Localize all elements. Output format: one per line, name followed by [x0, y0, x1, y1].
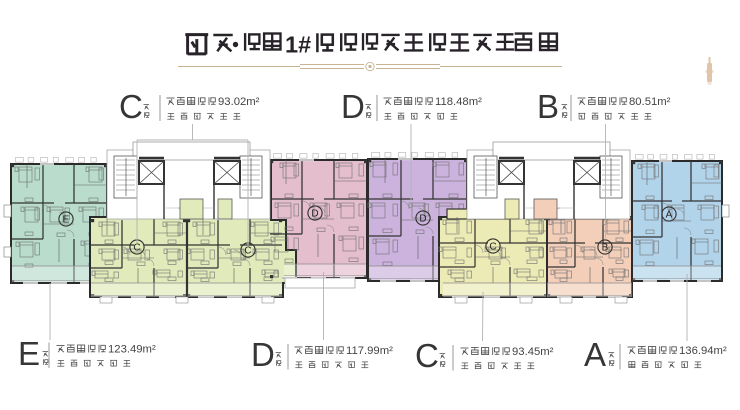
- svg-text:80.51m²: 80.51m²: [629, 96, 671, 108]
- svg-text:C: C: [489, 242, 496, 253]
- svg-text:C: C: [133, 243, 140, 254]
- svg-text:93.02m²: 93.02m²: [218, 96, 260, 108]
- svg-text:E: E: [63, 215, 70, 226]
- svg-text:A: A: [666, 210, 673, 221]
- svg-text:D: D: [311, 209, 318, 220]
- svg-text:A: A: [584, 336, 606, 373]
- svg-text:118.48m²: 118.48m²: [435, 96, 482, 108]
- svg-text:117.99m²: 117.99m²: [346, 345, 393, 357]
- svg-text:1#: 1#: [285, 32, 311, 58]
- svg-text:B: B: [537, 88, 559, 125]
- svg-text:D: D: [341, 88, 365, 125]
- svg-text:B: B: [602, 243, 609, 254]
- svg-text:136.94m²: 136.94m²: [679, 345, 727, 357]
- svg-text:D: D: [419, 214, 426, 225]
- svg-text:123.49m²: 123.49m²: [108, 344, 156, 356]
- svg-text:93.45m²: 93.45m²: [512, 346, 554, 358]
- svg-text:C: C: [244, 246, 251, 257]
- svg-text:E: E: [18, 335, 40, 372]
- svg-text:C: C: [415, 337, 439, 374]
- svg-text:D: D: [251, 336, 275, 373]
- svg-text:C: C: [119, 88, 143, 125]
